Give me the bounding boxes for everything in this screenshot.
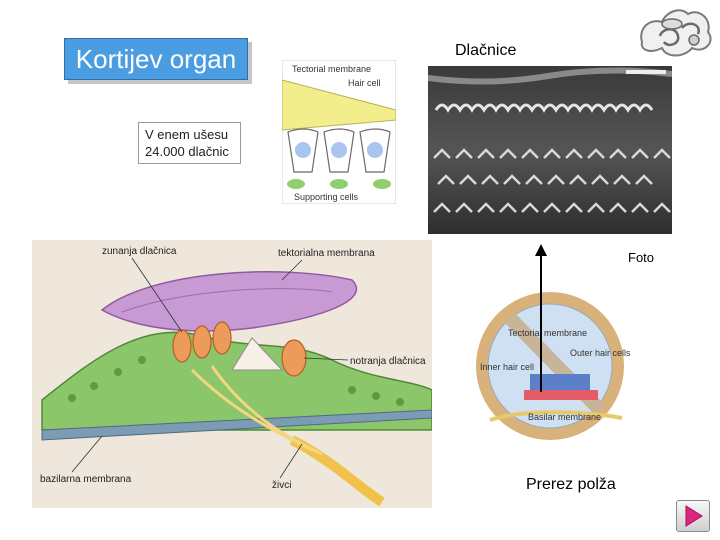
hair-cell-diagram: Tectorial membrane Hair cell Supporting … — [282, 60, 396, 204]
organ-of-corti-diagram: zunanja dlačnica tektorialna membrana no… — [32, 240, 432, 508]
label-outer-hair: zunanja dlačnica — [102, 246, 177, 257]
cochlea-basilar-label: Basilar membrane — [528, 412, 601, 422]
next-arrow-icon — [677, 501, 709, 531]
cochlea-outer-label: Outer hair cells — [570, 348, 630, 358]
note-line-2: 24.000 dlačnic — [145, 143, 234, 160]
cochlea-inner-label: Inner hair cell — [480, 362, 534, 372]
pointer-arrow — [534, 244, 548, 394]
label-tectorial: tektorialna membrana — [278, 248, 375, 259]
note-line-1: V enem ušesu — [145, 126, 234, 143]
hair-cells-photo — [428, 66, 672, 234]
label-basilar: bazilarna membrana — [40, 474, 132, 485]
cochlea-cross-section: Tectorial membrane Outer hair cells Inne… — [470, 270, 630, 462]
label-nerves: živci — [272, 480, 291, 491]
small-support-label: Supporting cells — [294, 192, 359, 202]
photo-caption: Foto — [628, 250, 654, 265]
photo-label: Dlačnice — [455, 42, 516, 60]
small-hair-label: Hair cell — [348, 78, 381, 88]
next-slide-button[interactable] — [676, 500, 710, 532]
cross-section-caption: Prerez polža — [526, 476, 616, 494]
label-inner-hair: notranja dlačnica — [350, 356, 426, 367]
page-title: Kortijev organ — [64, 38, 248, 80]
small-tectorial-label: Tectorial membrane — [292, 64, 371, 74]
hair-cell-count-note: V enem ušesu 24.000 dlačnic — [138, 122, 241, 164]
inner-ear-icon — [632, 2, 718, 64]
